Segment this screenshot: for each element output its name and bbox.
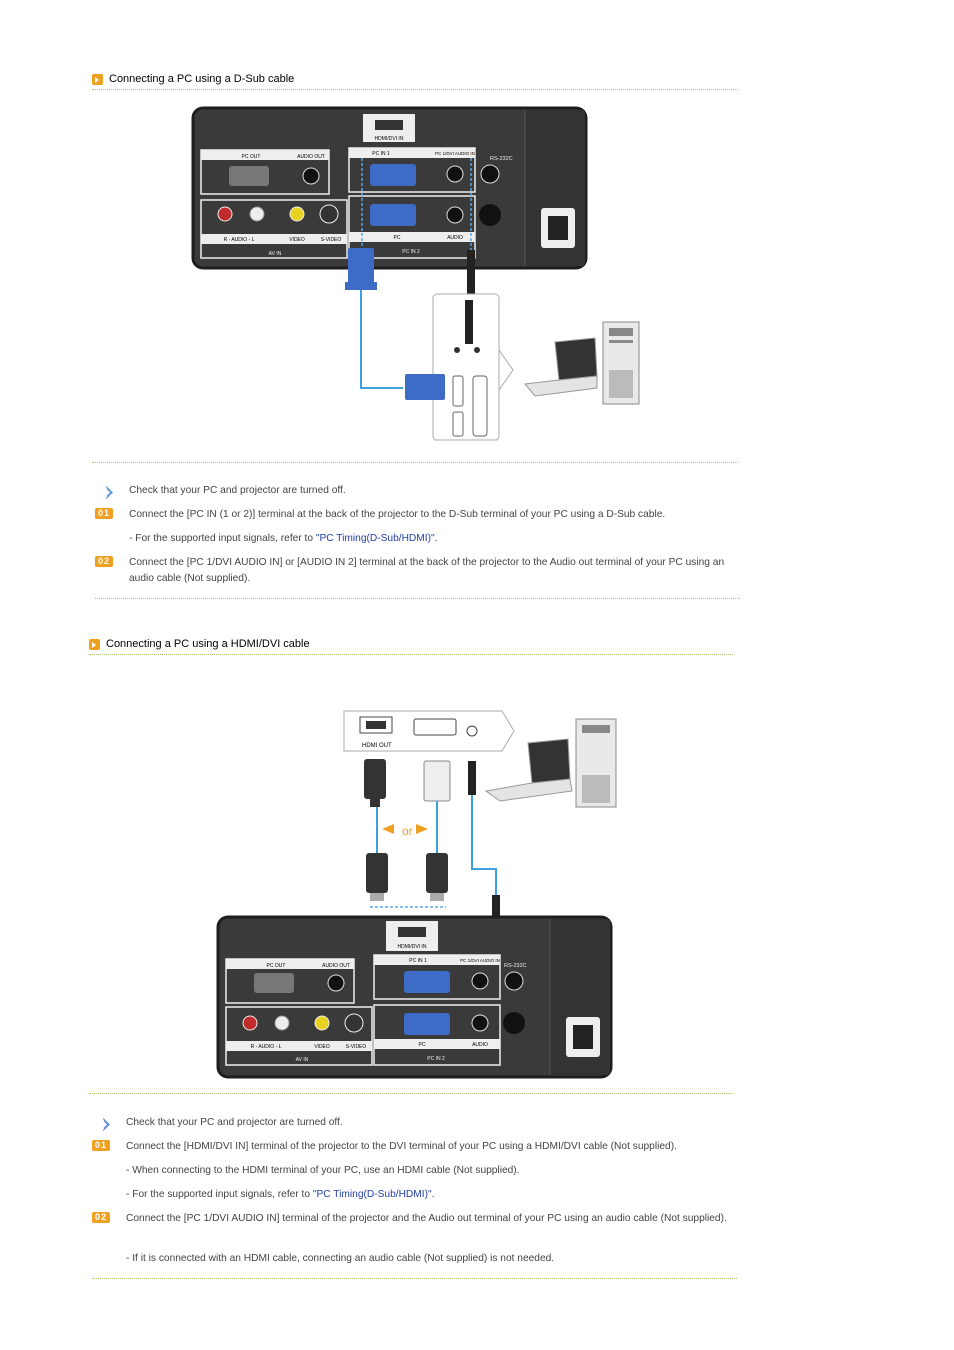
section2-step2-note: - If it is connected with an HDMI cable,… — [126, 1253, 555, 1264]
label-av-in: AV IN — [269, 251, 282, 257]
label-s-video: S-VIDEO — [346, 1044, 367, 1050]
divider — [95, 598, 740, 599]
label-av-in: AV IN — [296, 1057, 309, 1063]
label-or: or — [402, 824, 413, 838]
label-pc1-dvi-audio-in: PC 1/DVI AUDIO IN — [435, 151, 475, 156]
label-pc: PC — [419, 1042, 426, 1048]
label-audio-lr: R - AUDIO - L — [224, 237, 255, 243]
check-icon — [97, 1118, 110, 1131]
label-audio-out: AUDIO OUT — [297, 154, 325, 160]
pc-timing-link[interactable]: "PC Timing(D-Sub/HDMI)" — [312, 1189, 432, 1200]
label-audio: AUDIO — [447, 235, 463, 241]
label-pc-in-2: PC IN 2 — [402, 249, 420, 255]
label-pc-in-1: PC IN 1 — [409, 958, 427, 964]
note-suffix: . — [434, 533, 438, 544]
section1-check-text: Check that your PC and projector are tur… — [129, 485, 346, 496]
divider — [92, 89, 738, 90]
label-hdmi-dvi-in: HDMI/DVI IN — [398, 944, 427, 950]
section1-title: Connecting a PC using a D-Sub cable — [92, 73, 294, 85]
label-pc-in-1: PC IN 1 — [372, 151, 390, 157]
note-text: - For the supported input signals, refer… — [126, 1189, 313, 1200]
section2-step2-text: Connect the [PC 1/DVI AUDIO IN] terminal… — [126, 1213, 727, 1224]
section1-title-text: Connecting a PC using a D-Sub cable — [109, 73, 295, 85]
note-text: - For the supported input signals, refer… — [129, 533, 316, 544]
divider — [89, 654, 733, 655]
section1-step2-text: Connect the [PC 1/DVI AUDIO IN] or [AUDI… — [129, 557, 725, 584]
section2-step1-note2: - For the supported input signals, refer… — [126, 1187, 746, 1203]
hdmi-dvi-connection-diagram: HDMI OUT or HDMI/DVI IN PC OUT AUDIO OUT… — [216, 710, 617, 1079]
divider — [92, 462, 738, 463]
section1-step1-note: - For the supported input signals, refer… — [129, 531, 739, 547]
label-pc-out: PC OUT — [267, 963, 286, 969]
label-pc1-dvi-audio-in: PC 1/DVI AUDIO IN — [460, 958, 500, 963]
label-pc: PC — [394, 235, 401, 241]
arrow-bullet-icon — [89, 638, 100, 650]
divider — [89, 1093, 733, 1094]
dsub-connection-diagram: HDMI/DVI IN PC OUT AUDIO OUT PC IN 1 PC … — [191, 106, 640, 441]
label-rs232c: RS-232C — [504, 963, 527, 969]
label-hdmi-dvi-in: HDMI/DVI IN — [375, 136, 404, 142]
label-pc-out: PC OUT — [242, 154, 261, 160]
step-badge-01: 01 — [95, 508, 113, 519]
section2-title-text: Connecting a PC using a HDMI/DVI cable — [106, 638, 310, 650]
pc-timing-link[interactable]: "PC Timing(D-Sub/HDMI)" — [315, 533, 435, 544]
label-hdmi-out: HDMI OUT — [362, 743, 392, 749]
step-badge-02: 02 — [95, 556, 113, 567]
label-video: VIDEO — [314, 1044, 330, 1050]
note-suffix: . — [431, 1189, 435, 1200]
step-badge-02: 02 — [92, 1212, 110, 1223]
label-audio: AUDIO — [472, 1042, 488, 1048]
label-video: VIDEO — [289, 237, 305, 243]
section1-step1-text: Connect the [PC IN (1 or 2)] terminal at… — [129, 509, 666, 520]
section2-check-text: Check that your PC and projector are tur… — [126, 1117, 343, 1128]
step-badge-01: 01 — [92, 1140, 110, 1151]
label-s-video: S-VIDEO — [321, 237, 342, 243]
label-rs232c: RS-232C — [490, 156, 513, 162]
divider — [92, 1278, 737, 1279]
label-audio-lr: R - AUDIO - L — [251, 1044, 282, 1050]
section2-title: Connecting a PC using a HDMI/DVI cable — [89, 638, 310, 650]
section2-step1-text: Connect the [HDMI/DVI IN] terminal of th… — [126, 1141, 677, 1152]
label-audio-out: AUDIO OUT — [322, 963, 350, 969]
check-icon — [100, 486, 113, 499]
label-pc-in-2: PC IN 2 — [427, 1056, 445, 1062]
section2-step1-note1: - When connecting to the HDMI terminal o… — [126, 1165, 520, 1176]
arrow-bullet-icon — [92, 73, 103, 85]
